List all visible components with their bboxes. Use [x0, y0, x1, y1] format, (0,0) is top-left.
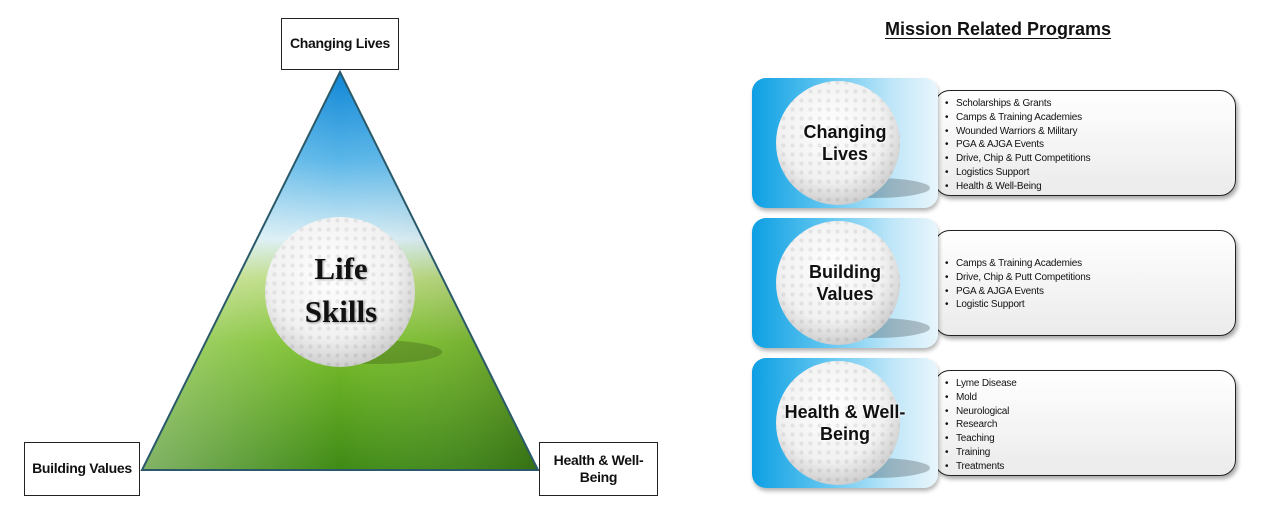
- golf-ball-icon: [776, 221, 930, 345]
- program-bullet: Camps & Training Academies: [945, 257, 1090, 271]
- program-label-text: Changing Lives: [803, 122, 887, 164]
- program-label: Building Values: [752, 218, 938, 348]
- center-label-line1: Life: [314, 251, 368, 286]
- program-bullet-list: Camps & Training Academies Drive, Chip &…: [945, 257, 1091, 312]
- program-bullet: Training: [945, 446, 1017, 460]
- program-bullet: Treatments: [945, 460, 1017, 474]
- program-tile: Building Values: [752, 218, 938, 348]
- program-label: Changing Lives: [752, 78, 938, 208]
- program-bullet: Neurological: [945, 405, 1017, 419]
- program-bullet: PGA & AJGA Events: [945, 285, 1090, 299]
- triangle-graphic: [140, 69, 540, 471]
- life-skills-triangle-diagram: Changing Lives Building Values Health & …: [24, 18, 658, 496]
- program-bullet: Drive, Chip & Putt Competitions: [945, 152, 1091, 166]
- golf-ball-icon: [776, 361, 930, 485]
- program-bullet: Research: [945, 418, 1017, 432]
- program-bullet-list: Scholarships & Grants Camps & Training A…: [945, 97, 1091, 194]
- golf-ball-icon: [265, 217, 415, 367]
- corner-label-right: Health & Well-Being: [539, 442, 658, 496]
- program-row-1: Camps & Training Academies Drive, Chip &…: [752, 218, 1242, 348]
- program-bullet: PGA & AJGA Events: [945, 138, 1090, 152]
- corner-label-left: Building Values: [24, 442, 140, 496]
- center-label: Life Skills: [268, 247, 414, 333]
- program-bullet: Mold: [945, 391, 1017, 405]
- program-row-0: Scholarships & Grants Camps & Training A…: [752, 78, 1242, 208]
- center-label-line2: Skills: [304, 294, 378, 329]
- programs-title: Mission Related Programs: [885, 19, 1112, 39]
- program-label: Health & Well-Being: [752, 358, 938, 488]
- program-label-text: Health & Well-Being: [784, 402, 906, 444]
- program-bullet-box: Camps & Training Academies Drive, Chip &…: [934, 230, 1236, 336]
- program-bullet: Teaching: [945, 432, 1017, 446]
- program-bullet-box: Scholarships & Grants Camps & Training A…: [934, 90, 1236, 196]
- program-label-text: Building Values: [809, 262, 881, 304]
- program-bullet: Camps & Training Academies: [945, 111, 1090, 125]
- program-bullet: Health & Well-Being: [945, 180, 1090, 194]
- program-bullet-list: Lyme Disease Mold Neurological Research …: [945, 377, 1017, 474]
- golf-ball-icon: [776, 81, 930, 205]
- corner-label-top: Changing Lives: [281, 18, 399, 70]
- program-bullet: Wounded Warriors & Military: [945, 125, 1090, 139]
- program-bullet: Scholarships & Grants: [945, 97, 1090, 111]
- program-bullet: Logistic Support: [945, 298, 1090, 312]
- program-bullet: Drive, Chip & Putt Competitions: [945, 271, 1091, 285]
- program-tile: Changing Lives: [752, 78, 938, 208]
- program-bullet-box: Lyme Disease Mold Neurological Research …: [934, 370, 1236, 476]
- program-row-2: Lyme Disease Mold Neurological Research …: [752, 358, 1242, 488]
- program-bullet: Lyme Disease: [945, 377, 1017, 391]
- program-bullet: Logistics Support: [945, 166, 1090, 180]
- program-tile: Health & Well-Being: [752, 358, 938, 488]
